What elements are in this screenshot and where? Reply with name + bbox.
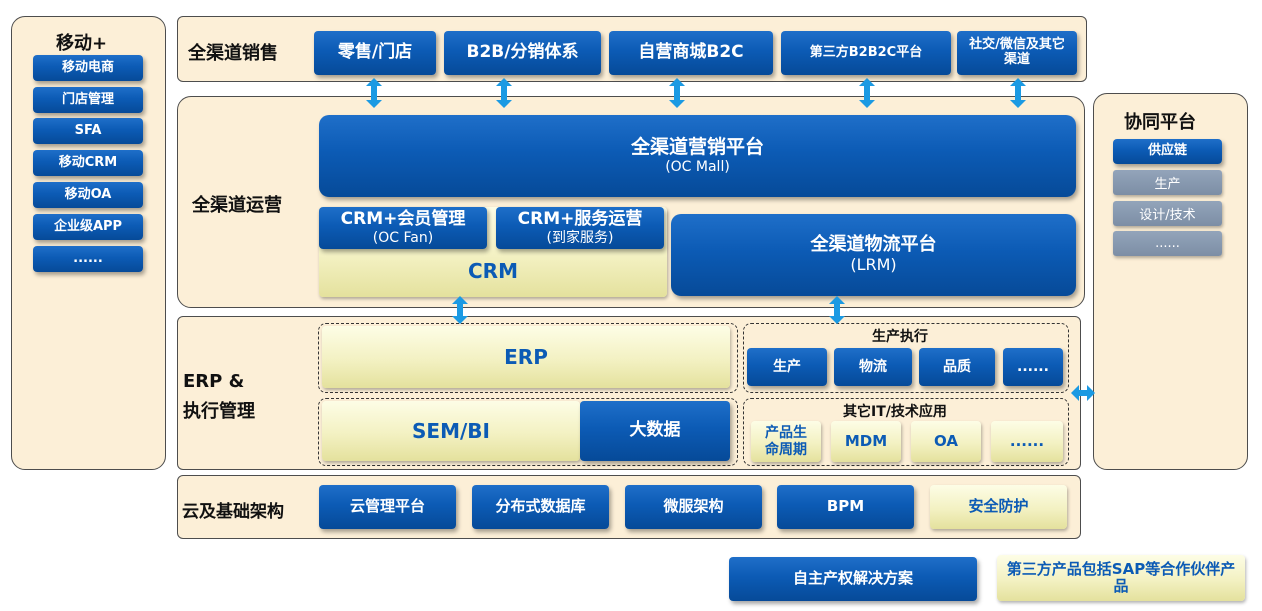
arrow-sales-b2c <box>669 78 685 108</box>
crm-service-box[interactable]: CRM+服务运营 (到家服务) <box>496 207 664 249</box>
exec-more[interactable]: ...... <box>1003 348 1063 386</box>
ops-marketing-platform[interactable]: 全渠道营销平台 (OC Mall) <box>319 115 1076 197</box>
ops-title: 全渠道运营 <box>192 195 282 216</box>
arrow-sales-social <box>1010 78 1026 108</box>
mobile-item-ecommerce[interactable]: 移动电商 <box>33 55 143 81</box>
crm-member-box[interactable]: CRM+会员管理 (OC Fan) <box>319 207 487 249</box>
ops-marketing-platform-sub: (OC Mall) <box>665 158 730 175</box>
mobile-item-crm[interactable]: 移动CRM <box>33 150 143 176</box>
other-it-plm[interactable]: 产品生命周期 <box>751 421 821 462</box>
cloud-microservice[interactable]: 微服架构 <box>625 485 762 529</box>
mobile-item-store[interactable]: 门店管理 <box>33 87 143 113</box>
other-it-oa[interactable]: OA <box>911 421 981 462</box>
exec-quality[interactable]: 品质 <box>919 348 995 386</box>
mobile-item-sfa[interactable]: SFA <box>33 118 143 144</box>
mobile-item-enterprise-app[interactable]: 企业级APP <box>33 214 143 240</box>
crm-service-sub: (到家服务) <box>546 229 614 246</box>
ops-marketing-platform-title: 全渠道营销平台 <box>630 136 764 159</box>
collab-item-supply-chain[interactable]: 供应链 <box>1113 139 1222 164</box>
lrm-platform[interactable]: 全渠道物流平台 (LRM) <box>671 214 1076 296</box>
sales-retail[interactable]: 零售/门店 <box>314 31 436 75</box>
crm-member-sub: (OC Fan) <box>372 229 434 246</box>
sales-title: 全渠道销售 <box>188 43 278 64</box>
mobile-item-oa[interactable]: 移动OA <box>33 182 143 208</box>
other-it-mdm[interactable]: MDM <box>831 421 901 462</box>
lrm-title: 全渠道物流平台 <box>810 234 937 256</box>
other-it-more[interactable]: ...... <box>991 421 1063 462</box>
mobile-panel: 移动+ <box>11 16 166 470</box>
erp-dashed-group <box>318 323 738 393</box>
erp-title-line1: ERP & <box>183 371 245 392</box>
legend-own-solution: 自主产权解决方案 <box>729 557 977 601</box>
crm-service-title: CRM+服务运营 <box>517 209 643 230</box>
erp-box[interactable]: ERP <box>322 326 730 388</box>
sales-social[interactable]: 社交/微信及其它渠道 <box>957 31 1077 75</box>
other-it-title: 其它IT/技术应用 <box>843 404 947 420</box>
cloud-title: 云及基础架构 <box>182 502 284 522</box>
arrow-sales-retail <box>366 78 382 108</box>
mobile-title: 移动+ <box>56 33 108 54</box>
cloud-mgmt[interactable]: 云管理平台 <box>319 485 456 529</box>
crm-label: CRM <box>468 259 518 283</box>
legend-third-party: 第三方产品包括SAP等合作伙伴产品 <box>997 555 1245 601</box>
sembi-dashed-group <box>318 398 738 466</box>
sales-b2b[interactable]: B2B/分销体系 <box>444 31 601 75</box>
collab-item-design[interactable]: 设计/技术 <box>1113 201 1222 226</box>
arrow-crm-erp <box>452 296 468 324</box>
sales-b2b2c[interactable]: 第三方B2B2C平台 <box>781 31 951 75</box>
cloud-security[interactable]: 安全防护 <box>930 485 1067 529</box>
mobile-item-more[interactable]: ...... <box>33 246 143 272</box>
arrow-lrm-exec <box>829 296 845 324</box>
arrow-sales-b2b2c <box>859 78 875 108</box>
bigdata-box[interactable]: 大数据 <box>580 401 730 461</box>
collab-item-production[interactable]: 生产 <box>1113 170 1222 195</box>
collab-item-more[interactable]: ...... <box>1113 231 1222 256</box>
sembi-box[interactable]: SEM/BI <box>322 401 580 461</box>
cloud-bpm[interactable]: BPM <box>777 485 914 529</box>
exec-logistics[interactable]: 物流 <box>834 348 912 386</box>
exec-title: 生产执行 <box>872 329 928 345</box>
exec-production[interactable]: 生产 <box>747 348 827 386</box>
other-it-group <box>743 398 1069 466</box>
erp-title-line2: 执行管理 <box>183 401 255 422</box>
sales-b2c[interactable]: 自营商城B2C <box>609 31 773 75</box>
lrm-sub: (LRM) <box>850 255 897 275</box>
crm-member-title: CRM+会员管理 <box>340 209 466 230</box>
cloud-db[interactable]: 分布式数据库 <box>472 485 609 529</box>
arrow-erp-collab <box>1071 385 1095 401</box>
exec-group <box>743 323 1069 393</box>
arrow-sales-b2b <box>496 78 512 108</box>
collab-title: 协同平台 <box>1124 112 1196 133</box>
